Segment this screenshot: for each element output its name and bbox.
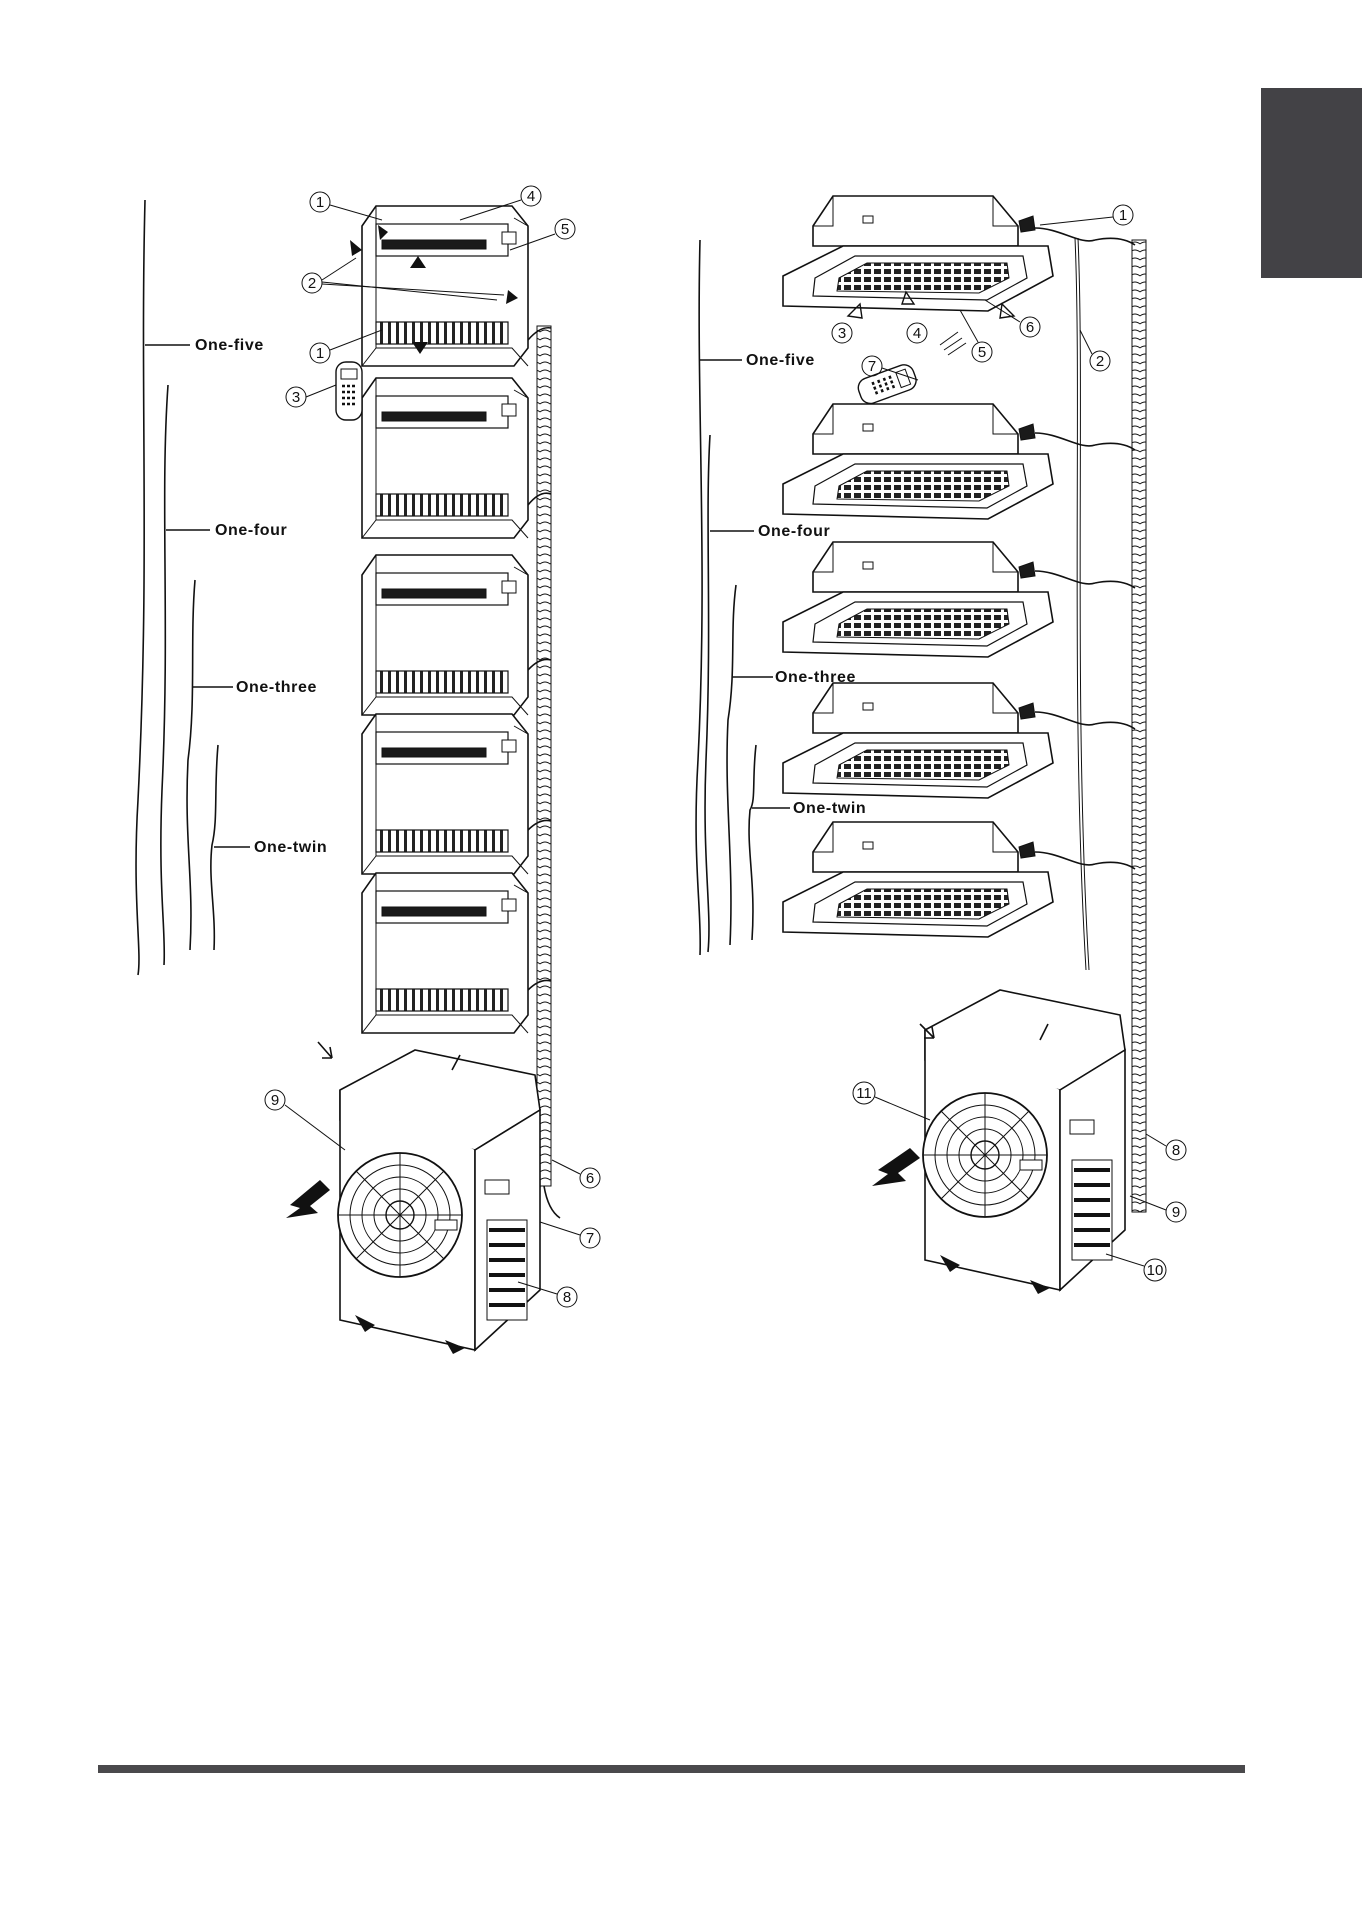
footer-rule xyxy=(98,1765,1245,1773)
callout-8-left: 8 xyxy=(563,1289,571,1306)
left-system: One-five One-four One-three One-twin 1 xyxy=(136,186,600,1354)
label-one-twin-right: One-twin xyxy=(793,800,866,817)
label-one-five-right: One-five xyxy=(746,352,815,369)
label-one-four-right: One-four xyxy=(758,523,830,540)
outdoor-unit-left xyxy=(338,1050,540,1354)
callout-9-right: 9 xyxy=(1172,1204,1180,1221)
callout-4-left: 4 xyxy=(527,188,535,205)
remote-controller-right xyxy=(855,362,918,406)
callout-1b-left: 1 xyxy=(316,345,324,362)
brace-one-twin-right xyxy=(749,745,756,940)
label-one-twin-left: One-twin xyxy=(254,839,327,856)
console-unit-1 xyxy=(362,206,528,366)
cassette-unit-2 xyxy=(783,404,1053,519)
brace-one-three-left xyxy=(187,580,195,950)
callout-11-right: 11 xyxy=(856,1085,872,1102)
cassette-unit-5 xyxy=(783,822,1053,937)
label-one-three-left: One-three xyxy=(236,679,317,696)
callout-2-left: 2 xyxy=(308,275,316,292)
callout-10-right: 10 xyxy=(1147,1262,1164,1279)
callout-2-right: 2 xyxy=(1096,353,1104,370)
callout-5-right: 5 xyxy=(978,344,986,361)
console-unit-2 xyxy=(362,378,528,538)
console-unit-3 xyxy=(362,555,528,715)
callout-7-right: 7 xyxy=(868,358,876,375)
brace-one-three-right xyxy=(727,585,736,945)
callout-9-left: 9 xyxy=(271,1092,279,1109)
callout-3-right: 3 xyxy=(838,325,846,342)
callout-8-right: 8 xyxy=(1172,1142,1180,1159)
brace-one-four-left xyxy=(161,385,168,965)
callout-6-right: 6 xyxy=(1026,319,1034,336)
cassette-unit-3 xyxy=(783,542,1053,657)
brace-one-five-right xyxy=(696,240,702,955)
brace-one-five-left xyxy=(136,200,145,975)
brace-one-four-right xyxy=(705,435,710,952)
system-configuration-diagram: One-five One-four One-three One-twin 1 xyxy=(0,0,1362,1760)
callout-7-left: 7 xyxy=(586,1230,594,1247)
cassette-unit-4 xyxy=(783,683,1053,798)
pipe-bundle-right xyxy=(1132,240,1146,1212)
right-system: One-five One-four One-three One-twin xyxy=(696,196,1186,1294)
outdoor-unit-right xyxy=(923,990,1125,1294)
label-one-four-left: One-four xyxy=(215,522,287,539)
callout-1a-left: 1 xyxy=(316,194,324,211)
console-unit-5 xyxy=(362,873,528,1033)
pipe-bundle-left xyxy=(537,326,551,1186)
remote-controller-left xyxy=(336,362,362,420)
console-unit-4 xyxy=(362,714,528,874)
callout-3-left: 3 xyxy=(292,389,300,406)
callout-1-right: 1 xyxy=(1119,207,1127,224)
callout-6-left: 6 xyxy=(586,1170,594,1187)
cassette-unit-1 xyxy=(783,196,1053,311)
label-one-five-left: One-five xyxy=(195,337,264,354)
callout-5-left: 5 xyxy=(561,221,569,238)
callout-4-right: 4 xyxy=(913,325,921,342)
